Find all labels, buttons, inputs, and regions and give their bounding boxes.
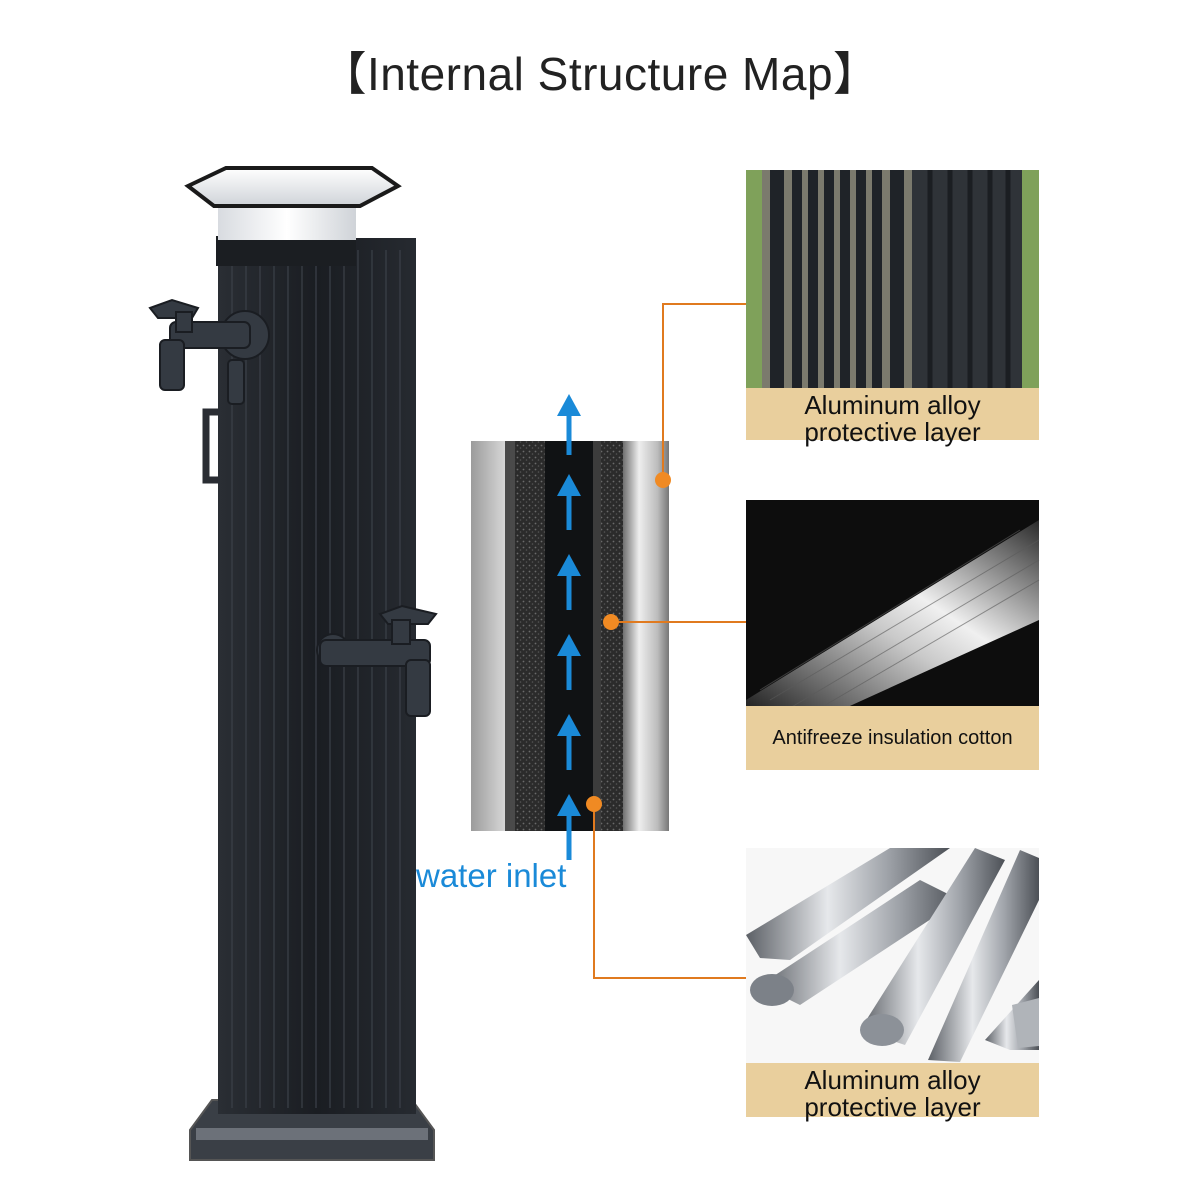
caption-line-2: protective layer: [804, 1092, 981, 1122]
photo-aluminum-rods: [746, 848, 1039, 1063]
lower-faucet: [316, 604, 438, 717]
caption-line-1: Antifreeze insulation cotton: [772, 727, 1013, 749]
leader-dots: [586, 472, 671, 812]
diagram-title: 【Internal Structure Map】: [320, 48, 880, 100]
caption-outer-aluminum-layer: Aluminum alloy protective layer: [746, 388, 1039, 446]
caption-insulation-cotton: Antifreeze insulation cotton: [746, 706, 1039, 770]
leader-lines: [593, 303, 746, 979]
upper-faucet: [148, 298, 270, 405]
water-post: [148, 166, 438, 1161]
caption-line-1: Aluminum alloy: [804, 390, 981, 420]
water-inlet-label: water inlet: [416, 857, 567, 894]
water-flow-arrows: [557, 394, 581, 860]
photo-insulation-cotton: [746, 500, 1040, 715]
caption-line-1: Aluminum alloy: [804, 1065, 981, 1095]
photo-aluminum-profile: [746, 170, 1039, 388]
caption-inner-aluminum-layer: Aluminum alloy protective layer: [746, 1063, 1039, 1121]
caption-line-2: protective layer: [804, 417, 981, 447]
